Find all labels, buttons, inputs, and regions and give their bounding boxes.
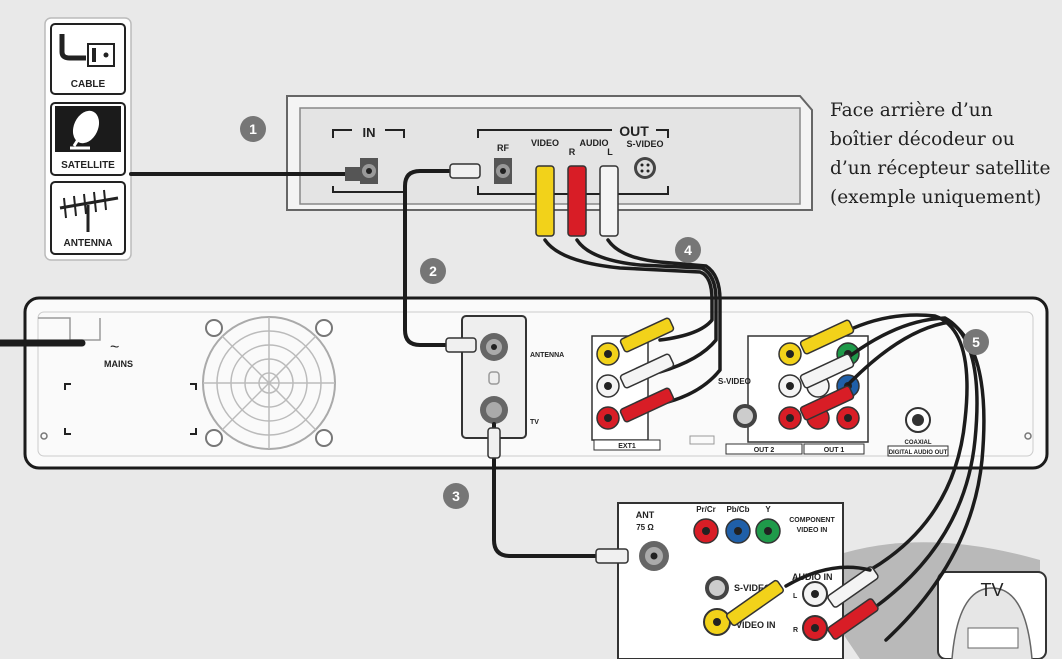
- recorder-antenna-block: [461, 315, 527, 439]
- decoder-svideo-jack: [634, 157, 656, 179]
- decoder-rf-jack: [494, 158, 512, 184]
- cables: [0, 163, 986, 642]
- out1-label: OUT 1: [824, 447, 845, 454]
- mains-label: MAINS: [104, 359, 133, 369]
- caption-line-2: boîtier décodeur ou: [830, 129, 1015, 150]
- antenna-label: ANTENNA: [64, 238, 113, 249]
- recorder-tv-label: TV: [530, 419, 539, 426]
- decoder-rf-label: RF: [497, 143, 509, 153]
- step-marker-1: 1: [249, 121, 257, 137]
- cable-5-video: [828, 313, 969, 572]
- antenna-icon: [59, 189, 119, 232]
- digital-audio-out-jack: [905, 407, 931, 433]
- decoder-svideo-label: S-VIDEO: [626, 139, 663, 149]
- cable-5-audio-l: [828, 316, 979, 607]
- tv-component-jacks: [693, 518, 781, 544]
- decoder-video-label: VIDEO: [531, 138, 559, 148]
- cable-label: CABLE: [71, 79, 106, 90]
- cable-4-video: [543, 238, 714, 342]
- decoder-audio-label: AUDIO: [580, 138, 609, 148]
- caption-line-3: d’un récepteur satellite: [830, 158, 1051, 179]
- ext1-label: EXT1: [618, 443, 636, 450]
- tv-video-in-label: VIDEO IN: [736, 620, 776, 630]
- coaxial-label: COAXIAL: [905, 440, 932, 446]
- caption-line-1: Face arrière d’un: [830, 100, 993, 121]
- tv-set: [937, 571, 1047, 659]
- fan-grille: [202, 316, 336, 450]
- decoder-l-label: L: [607, 147, 613, 157]
- cable-4-audio-r: [575, 238, 718, 374]
- tv-component-label-2: VIDEO IN: [797, 527, 828, 534]
- tv-audio-in-label: AUDIO IN: [792, 572, 833, 582]
- satellite-label: SATELLITE: [61, 160, 115, 171]
- tv-ant-jack: [639, 541, 669, 571]
- tv-audio-r-label: R: [793, 627, 798, 634]
- cable-5-audio-r: [828, 320, 986, 642]
- step-marker-4: 4: [684, 242, 692, 258]
- cable-2: [403, 169, 480, 347]
- decoder-r-label: R: [569, 147, 576, 157]
- recorder-back-panel: ~ MAINS: [23, 296, 1049, 470]
- step-marker-2: 2: [429, 263, 437, 279]
- cable-4-audio-l: [606, 238, 722, 406]
- source-icons: CABLE SATELLITE ANTENNA: [44, 17, 132, 261]
- tv-ohm-label: 75 Ω: [636, 523, 654, 532]
- tv-pr-label: Pr/Cr: [696, 505, 716, 514]
- tv-pb-label: Pb/Cb: [726, 505, 749, 514]
- decoder-in-label: IN: [363, 125, 376, 140]
- tv-input-panel: [617, 502, 844, 659]
- tv-video-in-jack: [703, 608, 731, 636]
- caption-text: Face arrière d’un boîtier décodeur ou d’…: [830, 96, 1055, 212]
- tv-y-label: Y: [765, 505, 771, 514]
- step-marker-5: 5: [972, 334, 980, 350]
- recorder-svideo-label: S-VIDEO: [718, 377, 751, 386]
- tv-label: TV: [980, 580, 1003, 600]
- tv-svideo-jack: [705, 576, 729, 600]
- decoder-out-label: OUT: [619, 123, 649, 139]
- caption-line-4: (exemple uniquement): [830, 187, 1042, 208]
- svg-text:~: ~: [110, 339, 119, 356]
- tv-audio-l-label: L: [793, 593, 798, 600]
- tv-audio-in-jacks: [802, 581, 828, 641]
- digital-audio-out-label: DIGITAL AUDIO OUT: [889, 450, 948, 456]
- ext1-jacks: [591, 335, 661, 451]
- tv-svideo-label: S-VIDEO: [734, 583, 771, 593]
- cable-3: [492, 422, 622, 558]
- step-markers: 1 2 3 4 5: [240, 116, 989, 509]
- decoder-in-jack: [360, 158, 378, 184]
- satellite-dish-icon: [70, 110, 100, 150]
- recorder-antenna-label: ANTENNA: [530, 352, 564, 359]
- tv-ant-label: ANT: [636, 510, 655, 520]
- step-marker-3: 3: [452, 488, 460, 504]
- fan-screws: [205, 319, 333, 447]
- cable-icon: [59, 34, 115, 67]
- out2-label: OUT 2: [754, 447, 775, 454]
- tv-component-label-1: COMPONENT: [789, 517, 835, 524]
